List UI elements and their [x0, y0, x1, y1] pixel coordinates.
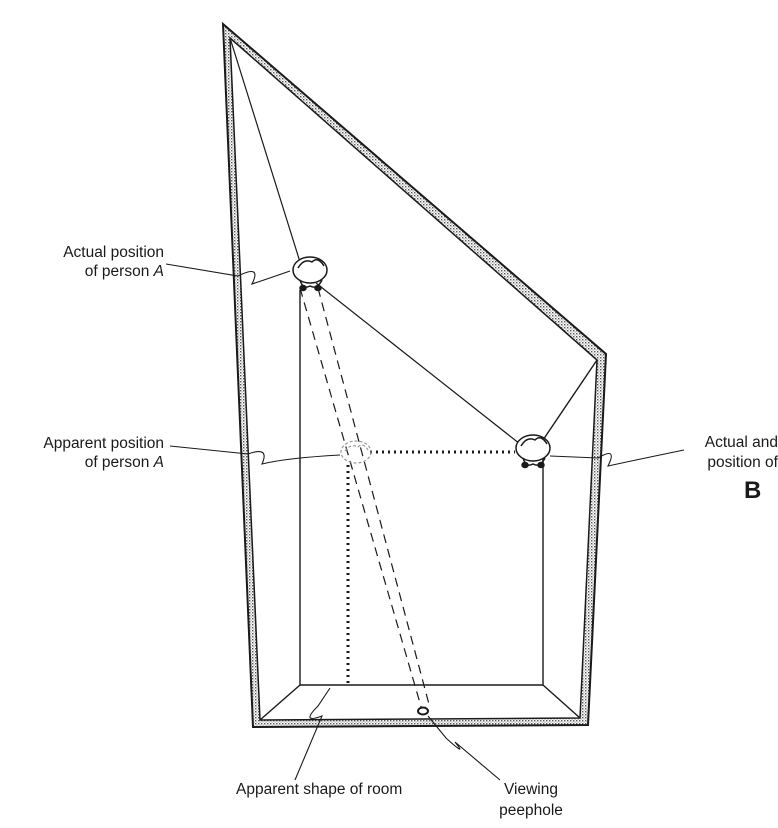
apparent-room-outline	[259, 290, 598, 721]
leader-actual-a	[165, 263, 291, 285]
leader-actual-b	[549, 449, 685, 467]
label-apparent-a-line2: of person A	[85, 454, 164, 471]
leader-peephole	[427, 715, 501, 781]
dashed-sight-line-1	[299, 287, 423, 711]
apparent-dotted-lines	[346, 450, 515, 685]
leader-lines	[165, 263, 685, 781]
label-actual-b-line1: Actual and	[705, 434, 778, 451]
label-apparent-a-line1: Apparent position	[43, 435, 164, 452]
line-a-to-b	[315, 282, 521, 445]
label-apparent-room: Apparent shape of room	[236, 781, 402, 798]
label-peephole-line1: Viewing	[504, 781, 558, 798]
dashed-sight-line-2	[317, 287, 431, 709]
label-actual-b-line2: position of	[707, 454, 778, 471]
sight-lines	[229, 37, 521, 711]
leader-apparent-a	[169, 445, 341, 465]
person-a-apparent-figure	[340, 440, 372, 464]
label-actual-a-line2: of person A	[85, 263, 164, 280]
label-apparent-a-var: A	[153, 454, 164, 471]
corner-line-a	[229, 37, 301, 263]
viewing-peephole-marker	[417, 706, 429, 716]
leader-apparent-room	[294, 687, 331, 781]
label-peephole-line2: peephole	[499, 802, 563, 819]
label-actual-a-var: A	[153, 263, 164, 280]
label-actual-a-text: of person	[85, 263, 150, 280]
label-actual-a-line1: Actual position	[63, 244, 164, 261]
label-apparent-a-text: of person	[85, 454, 150, 471]
actual-room-walls	[221, 21, 608, 729]
person-b-figure	[515, 434, 551, 469]
person-a-actual-figure	[292, 256, 328, 292]
label-actual-b-var: B	[744, 477, 761, 504]
